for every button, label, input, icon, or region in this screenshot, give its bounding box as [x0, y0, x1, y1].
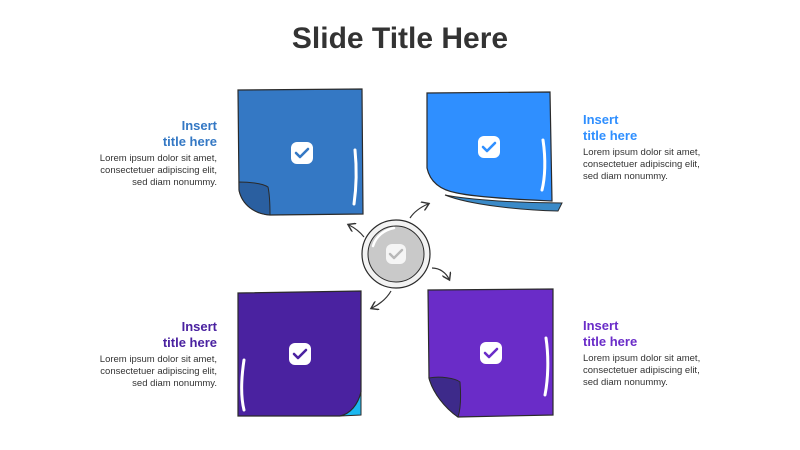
check-icon: [386, 244, 406, 264]
arrow-to-note-4: [431, 267, 449, 279]
item-title: Insert title here: [162, 319, 217, 350]
check-icon: [289, 343, 311, 365]
arrow-to-note-2: [409, 204, 428, 219]
arrow-to-note-3: [372, 290, 392, 308]
text-block-3: Insert title here Lorem ipsum dolor sit …: [67, 319, 217, 390]
check-icon: [291, 142, 313, 164]
text-block-1: Insert title here Lorem ipsum dolor sit …: [67, 118, 217, 189]
text-block-4: Insert title here Lorem ipsum dolor sit …: [583, 318, 733, 389]
check-icon: [480, 342, 502, 364]
item-title: Insert title here: [583, 318, 638, 349]
check-icon: [478, 136, 500, 158]
arrow-to-note-1: [349, 225, 365, 238]
text-block-2: Insert title here Lorem ipsum dolor sit …: [583, 112, 733, 183]
item-title: Insert title here: [583, 112, 638, 143]
item-title: Insert title here: [162, 118, 217, 149]
slide-title: Slide Title Here: [291, 22, 509, 55]
item-body: Lorem ipsum dolor sit amet, consectetuer…: [583, 353, 701, 388]
item-body: Lorem ipsum dolor sit amet, consectetuer…: [99, 153, 217, 188]
item-body: Lorem ipsum dolor sit amet, consectetuer…: [583, 147, 701, 182]
item-body: Lorem ipsum dolor sit amet, consectetuer…: [99, 354, 217, 389]
